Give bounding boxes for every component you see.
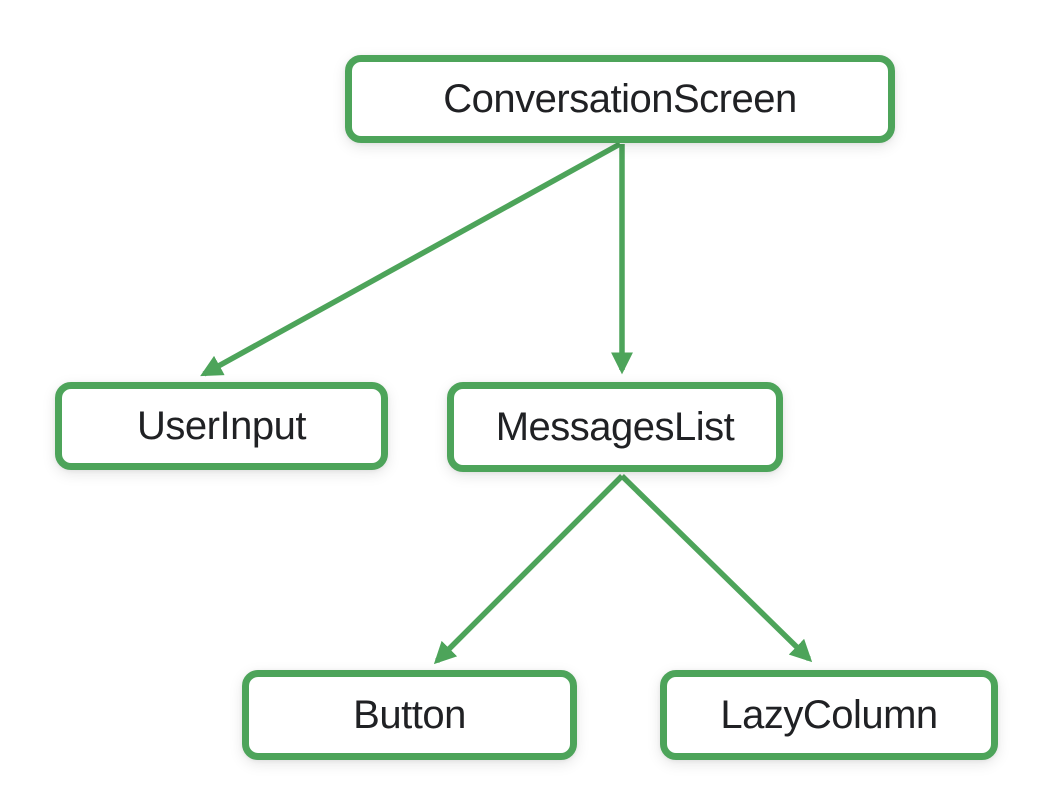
node-lazycolumn-label: LazyColumn: [720, 692, 938, 737]
node-userinput-label: UserInput: [137, 403, 306, 448]
node-button: Button: [242, 670, 577, 760]
node-conversationscreen: ConversationScreen: [345, 55, 895, 143]
edge-messageslist-lazycolumn: [620, 474, 813, 663]
node-messageslist: MessagesList: [447, 382, 783, 472]
node-lazycolumn: LazyColumn: [660, 670, 998, 760]
edge-conversationscreen-userinput: [200, 141, 622, 377]
node-userinput: UserInput: [55, 382, 388, 470]
node-messageslist-label: MessagesList: [495, 404, 735, 449]
node-button-label: Button: [353, 692, 466, 737]
edge-messageslist-button: [433, 474, 624, 665]
node-conversationscreen-label: ConversationScreen: [443, 76, 797, 121]
